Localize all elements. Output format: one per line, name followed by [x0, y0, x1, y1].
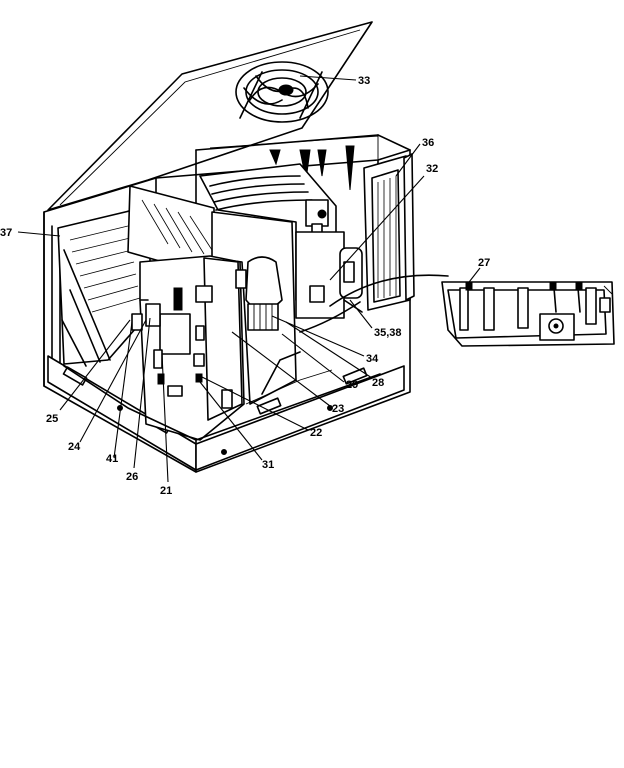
evaporator-panel	[127, 185, 215, 269]
condenser-fan	[235, 61, 329, 123]
base-pan	[63, 351, 381, 441]
control-panel	[131, 255, 247, 441]
callout-33: 33	[358, 75, 370, 87]
callout-21: 21	[160, 485, 172, 497]
callout-28: 28	[372, 377, 384, 389]
callout-34: 34	[366, 353, 379, 365]
callout-41: 41	[106, 453, 118, 465]
callout-23: 23	[332, 403, 344, 415]
callout-25: 25	[46, 413, 58, 425]
callout-26: 26	[126, 471, 138, 483]
callout-32: 32	[426, 163, 438, 175]
callout-31: 31	[262, 459, 274, 471]
callout-37: 37	[0, 227, 12, 239]
callout-22: 22	[310, 427, 322, 439]
callout-27: 27	[478, 257, 490, 269]
right-louver-panel	[363, 153, 415, 311]
detail-inset	[329, 274, 615, 347]
compressor-area	[295, 231, 363, 333]
callout-labels: 33 36 32 37 27 35,38 34 28 29 23 22 31 2…	[0, 75, 490, 497]
callout-24: 24	[68, 441, 81, 453]
callout-35-38: 35,38	[374, 327, 402, 339]
callout-29: 29	[346, 379, 358, 391]
leader-lines	[17, 75, 481, 483]
callout-36: 36	[422, 137, 434, 149]
